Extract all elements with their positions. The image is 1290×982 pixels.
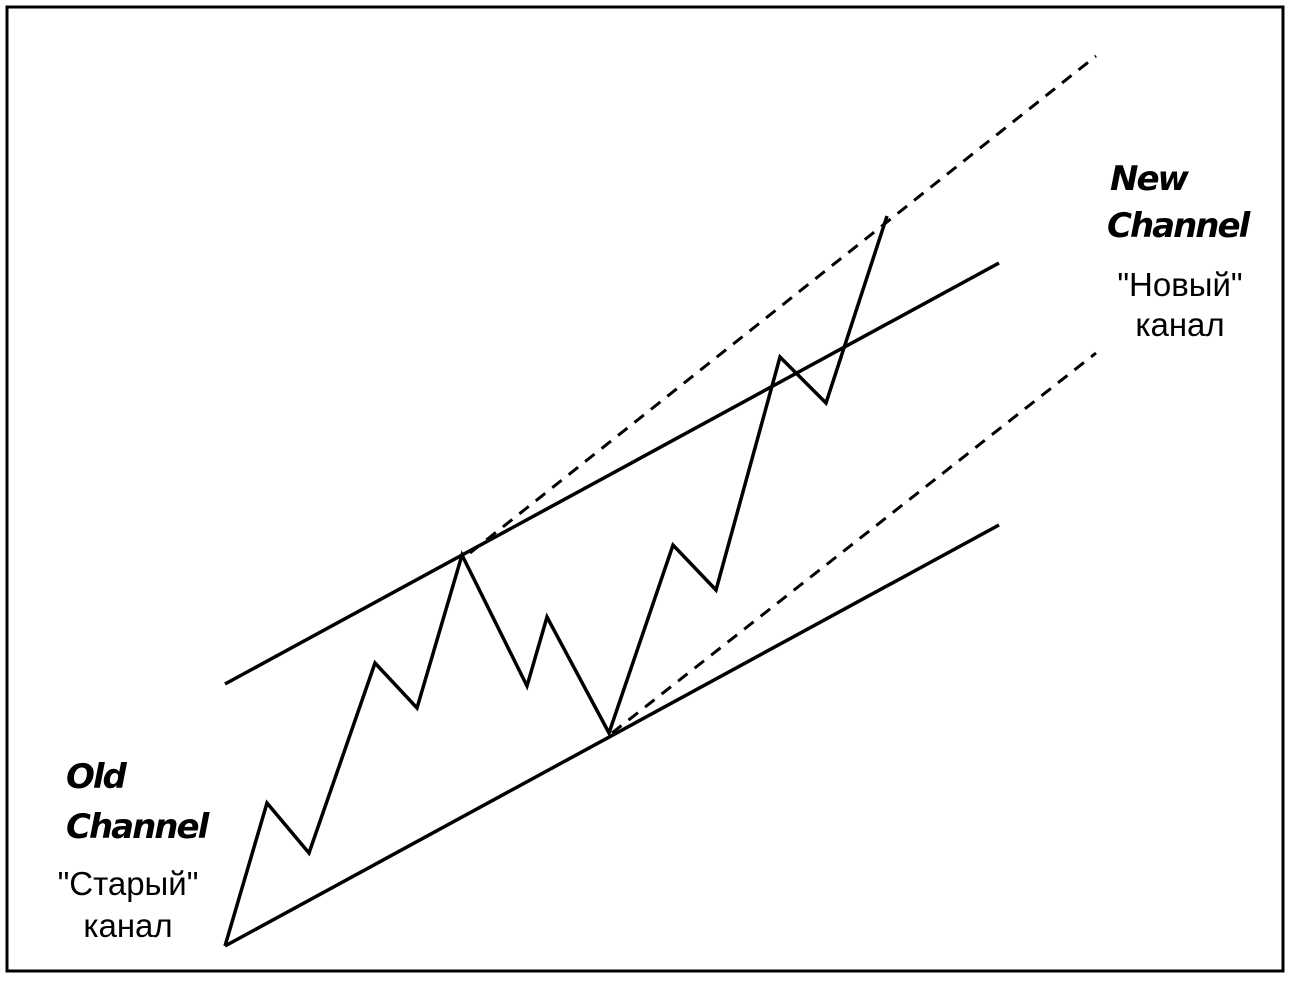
old-channel-label-en-line2: Channel [66,807,211,847]
old-channel-label-ru-line1: "Старый" [58,865,199,902]
new-channel-upper-dashed-line [469,54,1097,555]
old-channel-upper-line [224,261,1000,686]
diagram-frame [5,5,1285,973]
new-channel-label-en-line2: Channel [1107,206,1252,246]
old-channel-lower-line [224,523,1000,948]
new-channel-label-ru-line2: канал [1135,306,1224,343]
old-channel-label-en-line1: Old [66,757,128,797]
old-channel-label-ru-line2: канал [83,907,172,944]
price-zigzag-line [223,215,889,947]
new-channel-label-ru-line1: "Новый" [1117,266,1242,303]
new-channel-label-en-line1: New [1110,159,1190,199]
new-channel-lower-dashed-line [611,351,1097,735]
